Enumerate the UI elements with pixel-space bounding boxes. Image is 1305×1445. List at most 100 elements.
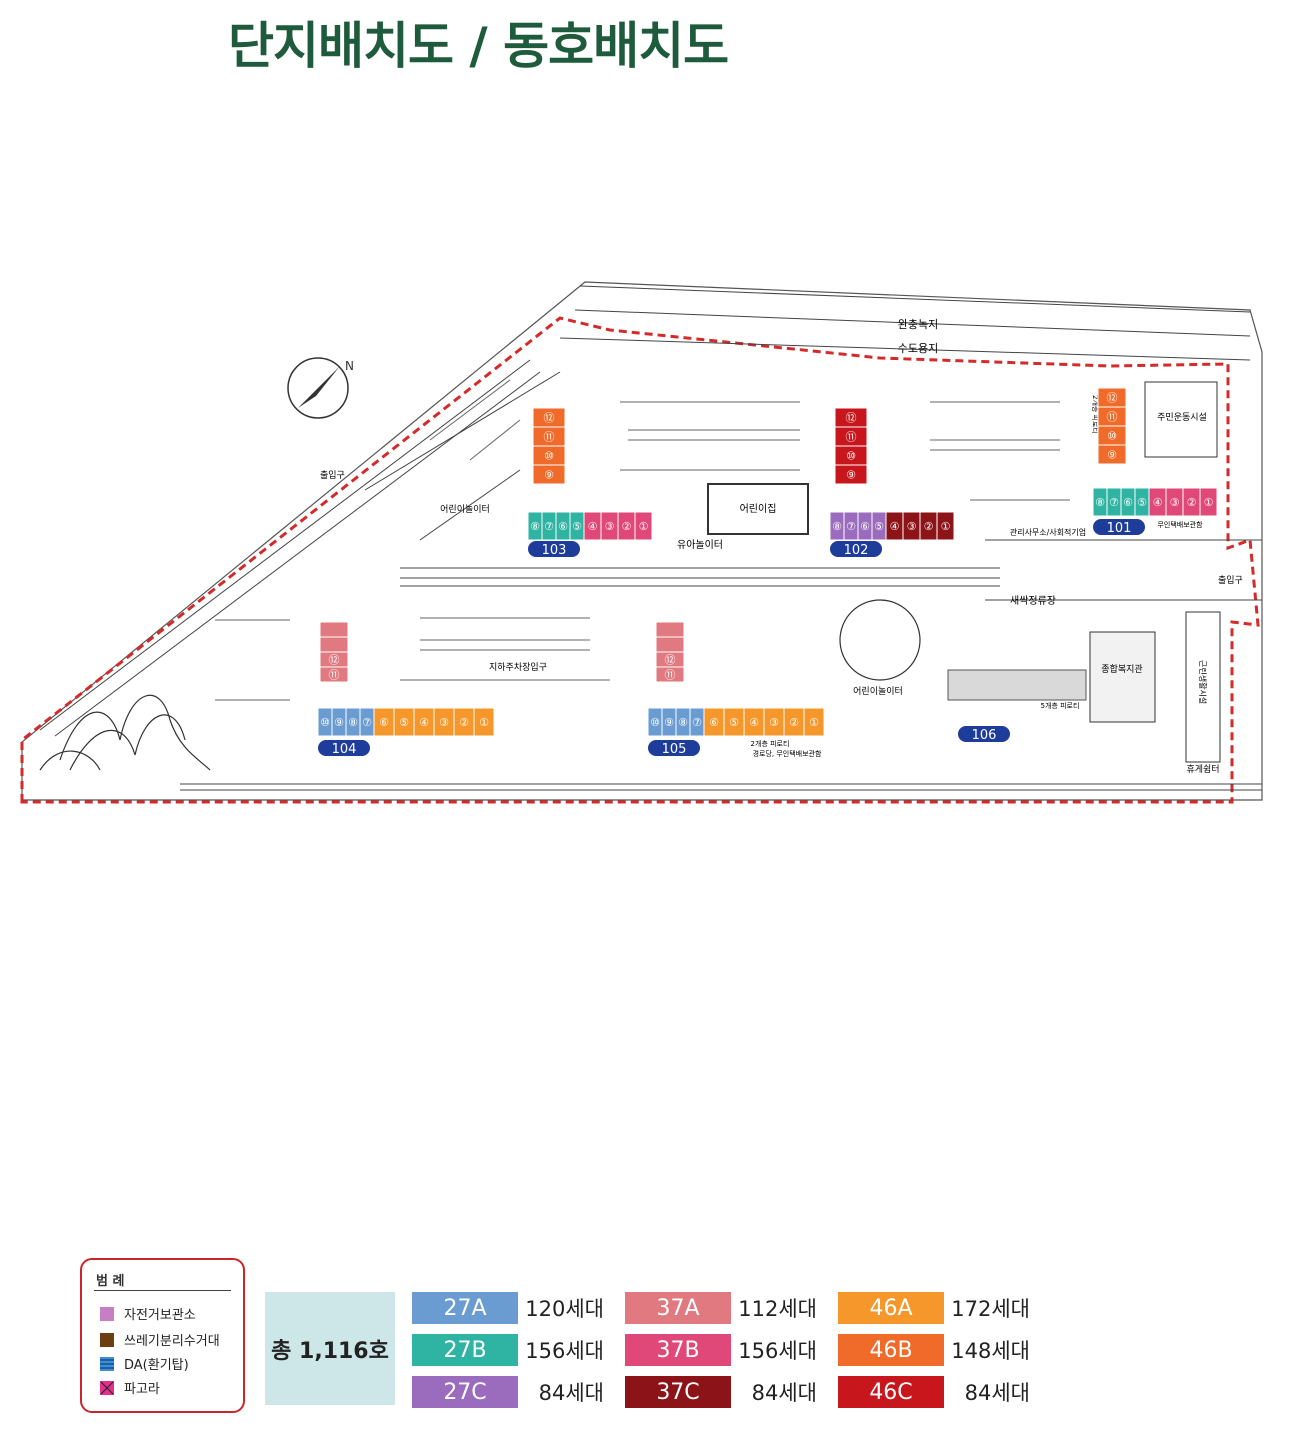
welfare-building bbox=[1089, 631, 1156, 723]
legend-item-pergola: 파고라 bbox=[100, 1378, 160, 1397]
unit-cell-37A bbox=[655, 621, 685, 638]
site-plan-map: N 어린이집 종합복지관 주민운동시설 완충녹지 수도용지 출입구 출입구 어린… bbox=[20, 281, 1263, 804]
unit-number: ④ bbox=[890, 520, 900, 533]
fitness-label: 주민운동시설 bbox=[1157, 412, 1207, 423]
unit-type-count: 120세대 bbox=[525, 1297, 604, 1321]
unit-number: ⑦ bbox=[846, 520, 856, 533]
unit-type-badge: 37C bbox=[625, 1376, 731, 1408]
entrance-right-label: 출입구 bbox=[1218, 574, 1243, 586]
badge-106 bbox=[958, 726, 1010, 742]
unit-number: ③ bbox=[1170, 496, 1180, 509]
piloti-101-label: 2개층 피로티 bbox=[1091, 395, 1100, 434]
unit-type-row: 46A 172세대 bbox=[838, 1292, 1030, 1324]
unit-cell-37A bbox=[319, 666, 349, 683]
unit-number: ⑫ bbox=[846, 412, 857, 425]
badge-106-label: 106 bbox=[972, 728, 997, 743]
unit-number: ⑫ bbox=[1107, 392, 1118, 405]
rest-area-label: 휴게쉼터 bbox=[1186, 764, 1219, 775]
badge-103 bbox=[528, 541, 580, 557]
unit-type-count: 84세대 bbox=[538, 1381, 604, 1405]
unit-number: ④ bbox=[419, 716, 429, 729]
plaza-circle bbox=[839, 599, 921, 681]
unit-number: ② bbox=[789, 716, 799, 729]
unit-number: ⑨ bbox=[1107, 449, 1117, 462]
unit-type-count: 112세대 bbox=[738, 1297, 817, 1321]
unit-number: ⑦ bbox=[362, 716, 372, 729]
unit-cell-37A bbox=[655, 636, 685, 653]
badge-104-label: 104 bbox=[332, 742, 357, 757]
daycare-label: 어린이집 bbox=[740, 503, 777, 515]
unit-number: ⑧ bbox=[678, 716, 688, 729]
unit-number: ⑥ bbox=[558, 520, 568, 533]
fitness-area bbox=[1144, 381, 1218, 458]
ventilation-tower-swatch-icon bbox=[100, 1356, 114, 1371]
unit-type-badge: 46A bbox=[838, 1292, 944, 1324]
unit-number: ⑧ bbox=[1095, 496, 1105, 509]
legend-label: 자전거보관소 bbox=[124, 1308, 196, 1323]
unit-number: ② bbox=[459, 716, 469, 729]
unit-cell-46A bbox=[803, 707, 825, 737]
page-title: 단지배치도 / 동호배치도 bbox=[228, 17, 729, 75]
welfare-label: 종합복지관 bbox=[1101, 664, 1142, 675]
unit-number: ⑥ bbox=[860, 520, 870, 533]
badge-105-label: 105 bbox=[662, 742, 687, 757]
unit-type-row: 27A 120세대 bbox=[412, 1292, 604, 1324]
unit-number: ⑩ bbox=[320, 716, 330, 729]
site-outline bbox=[21, 281, 1263, 801]
unit-number: ⑨ bbox=[664, 716, 674, 729]
unit-number: ② bbox=[1187, 496, 1197, 509]
water-site-label: 수도용지 bbox=[898, 342, 938, 355]
unit-cell-37B bbox=[1199, 487, 1218, 517]
legend-item-da: DA(환기탑) bbox=[100, 1354, 189, 1373]
badge-101 bbox=[1093, 519, 1145, 535]
bicycle-swatch-icon bbox=[100, 1306, 114, 1321]
unit-number: ⑧ bbox=[832, 520, 842, 533]
unit-number: ⑤ bbox=[572, 520, 582, 533]
legend-box: 범 례 자전거보관소 쓰레기분리수거대 DA(환기탑) 파고라 bbox=[80, 1258, 245, 1413]
legend-label: DA(환기탑) bbox=[124, 1358, 189, 1373]
bus-stop-label: 새싹정류장 bbox=[1010, 595, 1056, 607]
unit-number: ⑩ bbox=[650, 716, 660, 729]
toddler-play-label: 유아놀이터 bbox=[677, 539, 723, 551]
rest-area-box bbox=[1185, 611, 1221, 763]
unit-number: ① bbox=[809, 716, 819, 729]
unit-number: ⑤ bbox=[874, 520, 884, 533]
unit-cell-46A bbox=[473, 707, 495, 737]
entrance-left-label: 출입구 bbox=[320, 469, 345, 481]
unit-number: ⑤ bbox=[399, 716, 409, 729]
buffer-green-label: 완충녹지 bbox=[898, 318, 938, 331]
unit-type-count: 84세대 bbox=[964, 1381, 1030, 1405]
unit-number: ⑥ bbox=[709, 716, 719, 729]
playground-103-label: 어린이놀이터 bbox=[440, 504, 490, 515]
unit-number: ⑧ bbox=[530, 520, 540, 533]
unit-number: ⑨ bbox=[334, 716, 344, 729]
unit-number: ⑧ bbox=[348, 716, 358, 729]
unit-number: ③ bbox=[439, 716, 449, 729]
unit-number: ③ bbox=[907, 520, 917, 533]
unit-number: ④ bbox=[749, 716, 759, 729]
total-units: 총 1,116호 bbox=[265, 1292, 395, 1405]
daycare-building bbox=[707, 483, 809, 535]
unit-cell-37B bbox=[634, 511, 653, 541]
building-badges: 101 102 103 104 105 106 bbox=[318, 519, 1145, 757]
unit-number: ⑦ bbox=[692, 716, 702, 729]
unit-number: ⑦ bbox=[1109, 496, 1119, 509]
unit-type-count: 148세대 bbox=[951, 1339, 1030, 1363]
site-boundary bbox=[20, 316, 1260, 804]
unit-number: ⑦ bbox=[544, 520, 554, 533]
unit-type-badge: 46C bbox=[838, 1376, 944, 1408]
badge-102 bbox=[830, 541, 882, 557]
legend-divider bbox=[94, 1290, 231, 1291]
unit-number: ⑫ bbox=[544, 412, 555, 425]
unit-type-badge: 27C bbox=[412, 1376, 518, 1408]
badge-102-label: 102 bbox=[844, 543, 869, 558]
unit-cell-46C bbox=[834, 464, 868, 485]
piloti-105-label: 2개층 피로티 bbox=[751, 739, 790, 748]
delivery-101-label: 무인택배보관함 bbox=[1157, 520, 1203, 529]
unit-type-row: 27B 156세대 bbox=[412, 1334, 604, 1366]
roads bbox=[39, 285, 1262, 791]
legend-item-recycling: 쓰레기분리수거대 bbox=[100, 1330, 220, 1349]
unit-number: ② bbox=[622, 520, 632, 533]
unit-number: ⑥ bbox=[379, 716, 389, 729]
